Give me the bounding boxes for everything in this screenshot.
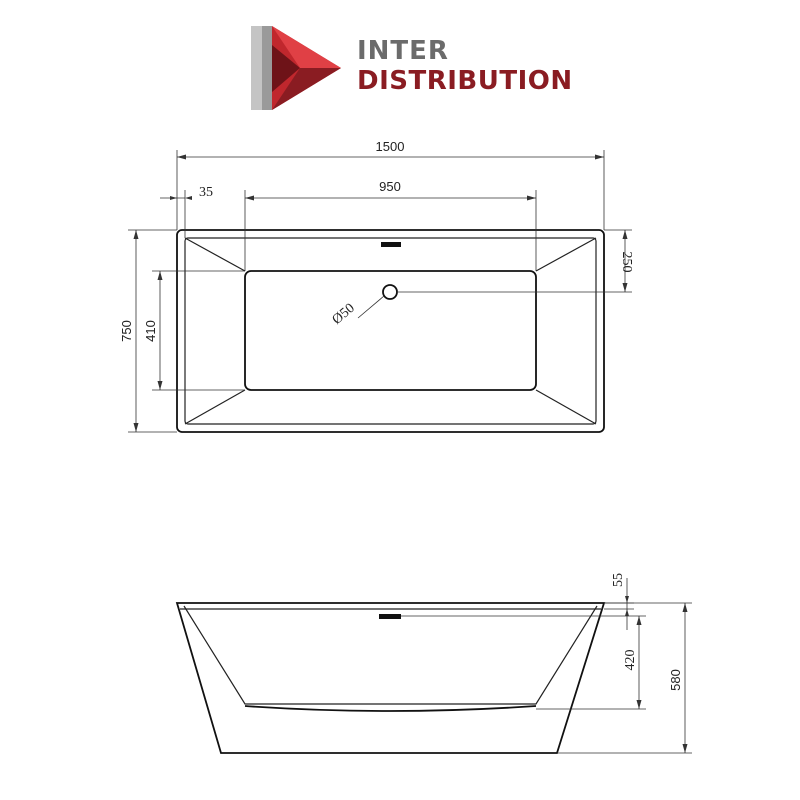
dim-inner-width: 410 xyxy=(143,270,245,391)
tub-side-outer xyxy=(175,602,606,754)
tub-inner-rim xyxy=(184,237,597,425)
tub-outer-rim xyxy=(176,229,605,433)
basin-corner-lines xyxy=(184,237,597,425)
overflow-icon xyxy=(381,242,401,247)
dim-rim-thickness: 55 xyxy=(604,573,634,630)
brand-name-line1: INTER xyxy=(357,36,449,66)
logo-mark-icon xyxy=(251,26,341,110)
dim-inner-depth: 420 xyxy=(401,615,646,710)
dim-label-950: 950 xyxy=(379,179,401,194)
tub-side-inner xyxy=(183,605,598,705)
dim-label-55: 55 xyxy=(611,573,626,587)
dim-label-250: 250 xyxy=(619,252,634,273)
dim-label-420: 420 xyxy=(623,650,638,671)
dim-label-410: 410 xyxy=(143,320,158,342)
brand-name-line2: DISTRIBUTION xyxy=(357,66,573,96)
dim-overall-width: 750 xyxy=(119,229,177,433)
brand-logo: INTER DISTRIBUTION xyxy=(251,26,573,110)
tub-side-floor xyxy=(244,705,537,712)
top-view: 1500 35 950 750 xyxy=(119,139,634,433)
dim-label-35: 35 xyxy=(199,185,213,200)
tub-basin-floor xyxy=(244,270,537,391)
dim-inner-length: 950 xyxy=(244,179,537,271)
side-view: 55 420 580 xyxy=(175,573,692,754)
dim-rim-offset: 35 xyxy=(160,185,213,238)
dim-label-750: 750 xyxy=(119,320,134,342)
dim-overall-height: 580 xyxy=(557,602,692,754)
dim-label-d50: Ø50 xyxy=(330,301,358,328)
drain-icon xyxy=(382,284,398,300)
dim-drain-offset: 250 xyxy=(397,229,634,293)
dim-label-580: 580 xyxy=(668,669,683,691)
dim-overall-length: 1500 xyxy=(176,139,605,230)
dim-label-1500: 1500 xyxy=(376,139,405,154)
dim-drain-diameter: Ø50 xyxy=(330,295,385,328)
side-overflow-icon xyxy=(379,614,401,619)
